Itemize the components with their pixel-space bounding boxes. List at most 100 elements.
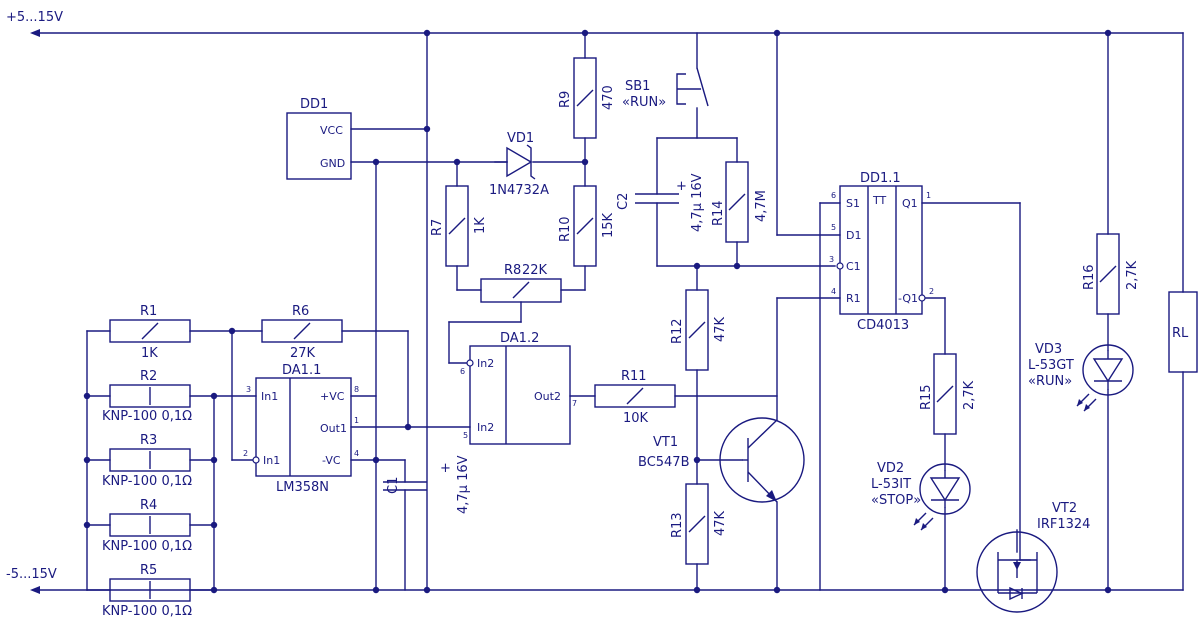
- r4-ref: R4: [140, 498, 157, 513]
- r7-value: 1K: [473, 217, 488, 234]
- r12-value: 47K: [713, 316, 728, 342]
- vt1-value: BC547B: [638, 455, 690, 470]
- r13-ref: R13: [670, 512, 685, 538]
- dd11-c1-label: C1: [846, 260, 861, 273]
- dd11-pin1: 1: [926, 191, 931, 200]
- dd11-pin2: 2: [929, 287, 934, 296]
- resistor-r8: R8 22K: [480, 263, 562, 303]
- r11-ref: R11: [621, 369, 647, 384]
- dd11-pin3: 3: [829, 255, 834, 264]
- resistor-r13: R13 47K: [670, 483, 728, 565]
- dd11-tt-label: TT: [872, 194, 887, 207]
- resistor-r16: R16 2,7K: [1082, 233, 1140, 315]
- r3-ref: R3: [140, 433, 157, 448]
- c1-value: 4,7µ 16V: [456, 455, 471, 514]
- da11-pin2: 2: [243, 449, 248, 458]
- resistor-r14: R14 4,7M: [711, 161, 769, 243]
- r11-value: 10K: [623, 411, 649, 426]
- r14-ref: R14: [711, 200, 726, 226]
- zener-diode-vd1: VD1 1N4732A: [489, 131, 549, 198]
- resistor-r15: R15 2,7K: [919, 353, 977, 435]
- c2-value: 4,7µ 16V: [690, 173, 705, 232]
- transistor-vt1: VT1 BC547B: [638, 417, 805, 503]
- dd11-ref: DD1.1: [860, 171, 901, 186]
- resistor-r1: R1 1K: [109, 304, 191, 361]
- pos-rail-label: +5...15V: [6, 10, 63, 25]
- da11-out-label: Out1: [320, 422, 347, 435]
- opamp-da1-1: DA1.1 LM358N In1 In1 +VC Out1 -VC 3 2 8 …: [243, 363, 359, 495]
- da11-ref: DA1.1: [282, 363, 321, 378]
- led-vd3: VD3 L-53GT «RUN»: [1028, 342, 1134, 412]
- push-button-sb1: SB1 «RUN»: [622, 67, 709, 110]
- sb1-ref: SB1: [625, 79, 650, 94]
- capacitor-c2: + C2 4,7µ 16V: [616, 173, 705, 232]
- da11-pin8: 8: [354, 385, 359, 394]
- r6-value: 27K: [290, 346, 316, 361]
- resistor-r10: R10 15K: [558, 185, 616, 267]
- vt1-ref: VT1: [653, 435, 678, 450]
- r14-value: 4,7M: [754, 190, 769, 222]
- sb1-value: «RUN»: [622, 95, 666, 110]
- da12-pin5: 5: [463, 431, 468, 440]
- r8-ref: R8: [504, 263, 521, 278]
- vd1-value: 1N4732A: [489, 183, 549, 198]
- da12-out-label: Out2: [534, 390, 561, 403]
- r5-ref: R5: [140, 563, 157, 578]
- da12-in2p-label: In2: [477, 421, 494, 434]
- dd11-pin6: 6: [831, 191, 836, 200]
- resistor-r5: R5 KNP-100 0,1Ω: [102, 563, 192, 619]
- resistor-r11: R11 10K: [594, 369, 676, 426]
- r6-ref: R6: [292, 304, 309, 319]
- c2-ref: C2: [616, 193, 631, 210]
- wires: [37, 32, 1184, 591]
- resistor-r12: R12 47K: [670, 289, 728, 371]
- resistor-r3: R3 KNP-100 0,1Ω: [102, 433, 192, 489]
- da11-pin1: 1: [354, 416, 359, 425]
- dd11-pin4: 4: [831, 287, 836, 296]
- da11-vee-label: -VC: [322, 454, 341, 467]
- dd11-nq1-label: -Q1: [898, 292, 918, 305]
- da12-ref: DA1.2: [500, 331, 539, 346]
- dd1-gnd-label: GND: [320, 157, 345, 170]
- vd3-value: L-53GT: [1028, 358, 1074, 373]
- r7-ref: R7: [430, 219, 445, 236]
- da12-in2n-label: In2: [477, 357, 494, 370]
- opamp-da1-2: DA1.2 In2 In2 Out2 6 5 7: [460, 331, 577, 445]
- r15-value: 2,7K: [962, 380, 977, 410]
- vd1-ref: VD1: [507, 131, 534, 146]
- da12-pin7: 7: [572, 399, 577, 408]
- da11-part: LM358N: [276, 480, 329, 495]
- r16-value: 2,7K: [1125, 260, 1140, 290]
- resistor-r9: R9 470: [558, 57, 616, 139]
- vt2-ref: VT2: [1052, 501, 1077, 516]
- dd11-q1-label: Q1: [902, 197, 918, 210]
- dd1-ref: DD1: [300, 97, 328, 112]
- r1-ref: R1: [140, 304, 157, 319]
- vd2-sub: «STOP»: [871, 493, 921, 508]
- da12-pin6: 6: [460, 367, 465, 376]
- resistor-r4: R4 KNP-100 0,1Ω: [102, 498, 192, 554]
- junction-dots: [83, 29, 1112, 594]
- r13-value: 47K: [713, 510, 728, 536]
- da11-pin3: 3: [246, 385, 251, 394]
- da11-vcc-label: +VC: [320, 390, 345, 403]
- resistor-r7: R7 1K: [430, 185, 488, 267]
- r2-value: KNP-100 0,1Ω: [102, 409, 192, 424]
- r10-value: 15K: [601, 212, 616, 238]
- dd11-r1-label: R1: [846, 292, 861, 305]
- relay-rl: RL: [1168, 291, 1198, 373]
- neg-rail-label: -5...15V: [6, 567, 57, 582]
- capacitor-c1: + C1 4,7µ 16V: [383, 455, 471, 514]
- dd11-pin5: 5: [831, 223, 836, 232]
- r2-ref: R2: [140, 369, 157, 384]
- r5-value: KNP-100 0,1Ω: [102, 604, 192, 619]
- r8-value: 22K: [522, 263, 548, 278]
- r9-value: 470: [601, 85, 616, 110]
- neg-rail-arrow-icon: [30, 586, 40, 594]
- flipflop-dd1-1: DD1.1 CD4013 TT S1 D1 C1 R1 Q1 -Q1 6 5 3…: [829, 171, 934, 333]
- r15-ref: R15: [919, 384, 934, 410]
- resistor-r2: R2 KNP-100 0,1Ω: [102, 369, 192, 424]
- da11-pin4: 4: [354, 449, 359, 458]
- r10-ref: R10: [558, 216, 573, 242]
